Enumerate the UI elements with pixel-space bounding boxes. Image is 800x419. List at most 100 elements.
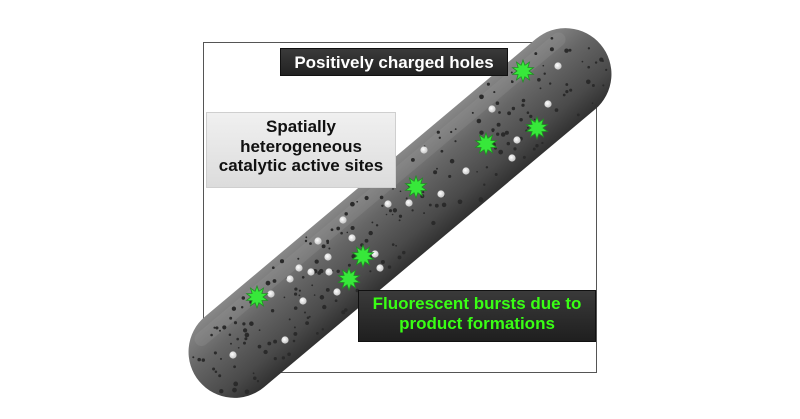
active-site-dot (232, 387, 237, 393)
active-site-dot (391, 213, 394, 216)
active-site-dot (267, 341, 272, 346)
active-site-dot (293, 331, 298, 336)
active-site-dot (328, 247, 331, 250)
active-site-dot (293, 326, 296, 329)
active-site-dot (498, 149, 504, 155)
active-site-dot (347, 263, 351, 267)
active-site-dot (318, 268, 324, 274)
hole-dot (554, 62, 562, 70)
active-site-dot (554, 108, 559, 112)
active-site-dot (288, 318, 291, 321)
active-site-dot (493, 91, 496, 94)
bursts-label-line2: product formations (399, 313, 555, 333)
hole-dot (281, 336, 289, 344)
active-site-dot (242, 322, 246, 326)
active-site-dot (270, 309, 275, 313)
active-site-dot (287, 352, 291, 357)
active-site-dot (240, 305, 244, 309)
active-site-dot (344, 212, 348, 216)
active-site-dot (258, 329, 261, 331)
active-site-dot (422, 191, 425, 194)
active-sites-label: Spatially heterogeneous catalytic active… (206, 112, 396, 188)
active-site-dot (314, 259, 319, 264)
active-site-dot (496, 132, 500, 136)
active-site-dot (526, 111, 530, 114)
active-site-dot (237, 346, 240, 349)
active-site-dot (478, 197, 483, 201)
active-site-dot (510, 71, 513, 74)
active-site-dot (306, 316, 310, 320)
active-site-dot (244, 389, 250, 395)
active-site-dot (602, 84, 605, 87)
nanorod-body (188, 28, 612, 398)
active-site-dot (380, 259, 385, 265)
active-site-dot (350, 225, 355, 231)
active-site-dot (233, 365, 236, 369)
nanorod-highlight (194, 32, 566, 347)
active-site-dot (438, 136, 441, 139)
active-site-dot (334, 299, 338, 303)
active-site-dot (479, 94, 484, 100)
active-sites (192, 36, 608, 395)
active-site-dot (411, 209, 414, 212)
hole-dot (295, 264, 303, 272)
active-site-dot (433, 170, 438, 175)
active-site-dot (591, 102, 594, 104)
active-site-dot (201, 358, 206, 362)
holes-label: Positively charged holes (280, 48, 508, 76)
active-site-dot (441, 202, 447, 208)
active-site-dot (513, 147, 517, 151)
active-site-dot (476, 118, 482, 124)
active-site-dot (218, 374, 222, 378)
active-site-dot (587, 47, 591, 50)
active-site-dot (519, 117, 523, 122)
active-site-dot (263, 349, 268, 355)
active-site-dot (565, 83, 569, 86)
green-burst-icon (511, 58, 535, 84)
active-site-dot (319, 295, 325, 300)
active-site-dot (283, 296, 286, 299)
active-site-dot (231, 306, 237, 311)
active-site-dot (326, 241, 329, 244)
active-site-dot (279, 259, 285, 264)
active-site-dot (321, 244, 326, 249)
active-site-dot (457, 199, 463, 205)
active-site-dot (541, 141, 544, 145)
hole-dot (513, 136, 521, 144)
active-site-dot (392, 188, 394, 190)
hole-dot (405, 199, 413, 207)
active-site-dot (213, 326, 216, 329)
active-site-dot (449, 158, 455, 164)
active-site-dot (265, 280, 271, 286)
active-site-dot (535, 144, 539, 148)
active-site-dot (397, 255, 402, 260)
green-burst-icon (474, 131, 498, 157)
active-site-dot (322, 304, 327, 310)
active-site-dot (542, 64, 545, 67)
active-site-dot (479, 130, 484, 135)
hole-dot (339, 216, 347, 224)
active-site-dot (325, 287, 330, 292)
active-site-dot (504, 130, 509, 135)
active-site-dot (356, 200, 359, 203)
active-site-dot (521, 103, 525, 107)
green-burst-icon (351, 243, 375, 269)
active-site-dot (243, 341, 246, 345)
active-site-dot (197, 357, 201, 362)
active-site-dot (219, 389, 224, 394)
active-site-dot (565, 90, 569, 94)
active-site-dot (301, 275, 305, 279)
active-site-dot (229, 316, 233, 320)
hole-dot (488, 105, 496, 113)
hole-dot (376, 264, 384, 272)
active-site-dot (521, 98, 526, 103)
active-site-dot (281, 356, 286, 360)
active-site-dot (330, 228, 334, 232)
active-site-dot (336, 226, 341, 231)
active-site-dot (398, 219, 401, 222)
active-site-dot (402, 250, 406, 255)
active-site-dot (591, 84, 595, 87)
active-site-dot (440, 149, 444, 153)
active-site-dot (483, 183, 486, 186)
